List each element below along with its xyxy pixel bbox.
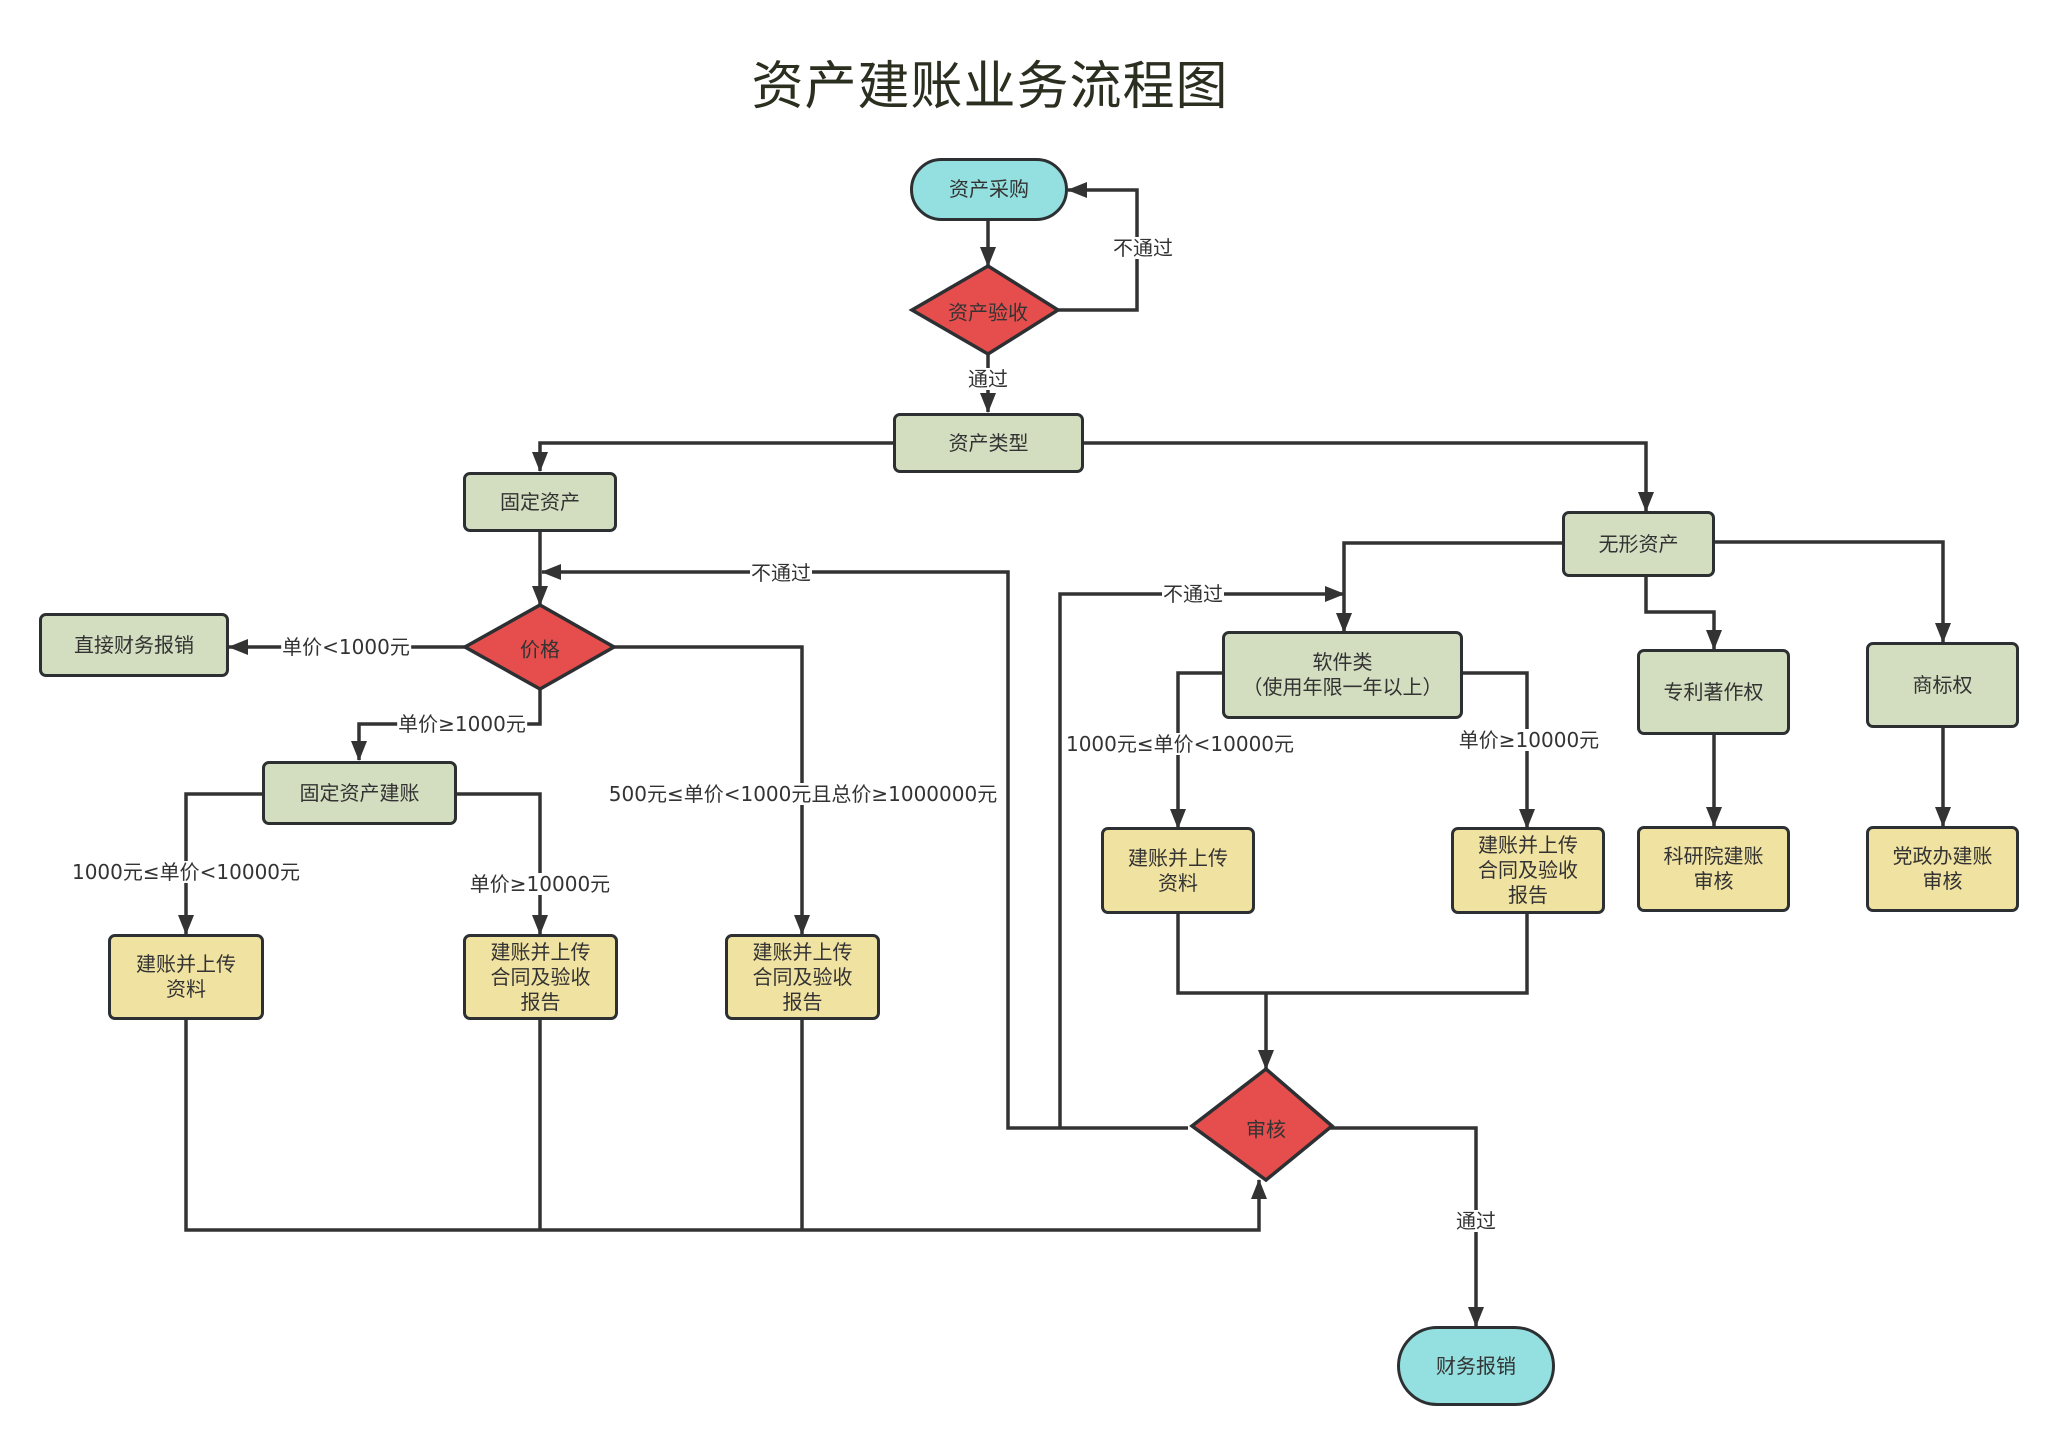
edge-software-docs — [1170, 671, 1222, 829]
node-asset-type[interactable]: 资产类型 — [893, 413, 1084, 473]
diagram-title: 资产建账业务流程图 — [751, 57, 1229, 117]
edge-type-intangible — [1080, 441, 1654, 512]
decision-price[interactable] — [461, 602, 618, 692]
edge-ledger-contract — [455, 792, 548, 935]
decision-acceptance[interactable] — [908, 263, 1062, 357]
node-direct-reimburse[interactable]: 直接财务报销 — [39, 613, 229, 677]
label-review-pass: 通过 — [1455, 1209, 1497, 1233]
edge-intangible-trademark — [1714, 540, 1951, 643]
edge-review-pass — [1330, 1126, 1484, 1327]
label-review-fail-fixed: 不通过 — [750, 561, 812, 585]
node-fixed-asset[interactable]: 固定资产 — [463, 472, 617, 532]
node-fixed-ledger[interactable]: 固定资产建账 — [262, 761, 457, 825]
node-sw-upload-docs[interactable]: 建账并上传 资料 — [1101, 827, 1255, 914]
node-sw-upload-contract[interactable]: 建账并上传 合同及验收 报告 — [1451, 827, 1605, 914]
edge-ledger-docs — [178, 792, 263, 935]
edge-intangible-software — [1336, 541, 1562, 633]
label-fa-ge-10000: 单价≥10000元 — [468, 872, 612, 896]
node-software[interactable]: 软件类 （使用年限一年以上） — [1222, 631, 1463, 719]
label-review-fail-software: 不通过 — [1162, 582, 1224, 606]
edge-price-bulk — [614, 645, 810, 935]
decision-review[interactable] — [1189, 1066, 1335, 1183]
label-acceptance-pass: 通过 — [967, 367, 1009, 391]
label-price-bulk: 500元≤单价<1000元且总价≥1000000元 — [607, 782, 999, 806]
edge-type-fixed — [532, 441, 893, 472]
node-patent[interactable]: 专利著作权 — [1637, 649, 1790, 735]
node-research-review[interactable]: 科研院建账 审核 — [1637, 826, 1790, 912]
edge-software-contract — [1461, 671, 1535, 829]
label-sw-1000-10000: 1000元≤单价<10000元 — [1064, 732, 1296, 756]
start-asset-purchase[interactable]: 资产采购 — [910, 158, 1068, 221]
edge-review-fail-software — [1058, 586, 1345, 1128]
price-label: 价格 — [520, 637, 560, 662]
node-fa-upload-docs[interactable]: 建账并上传 资料 — [108, 934, 264, 1020]
edge-software-to-review — [1176, 914, 1529, 995]
label-acceptance-fail: 不通过 — [1112, 236, 1174, 260]
end-finance-reimburse[interactable]: 财务报销 — [1397, 1326, 1555, 1406]
edge-review-fail-fixed — [541, 564, 1188, 1130]
node-trademark[interactable]: 商标权 — [1866, 642, 2019, 728]
label-fa-1000-10000: 1000元≤单价<10000元 — [70, 860, 302, 884]
label-price-lt-1000: 单价<1000元 — [281, 635, 411, 659]
node-fa-upload-contract-1[interactable]: 建账并上传 合同及验收 报告 — [463, 934, 618, 1020]
node-intangible[interactable]: 无形资产 — [1562, 511, 1715, 577]
label-sw-ge-10000: 单价≥10000元 — [1457, 728, 1601, 752]
review-label: 审核 — [1246, 1117, 1286, 1142]
node-fa-upload-contract-2[interactable]: 建账并上传 合同及验收 报告 — [725, 934, 880, 1020]
edge-fixed-to-review — [184, 1020, 1267, 1232]
label-price-ge-1000: 单价≥1000元 — [397, 712, 527, 736]
node-party-office-review[interactable]: 党政办建账 审核 — [1866, 826, 2019, 912]
acceptance-label: 资产验收 — [948, 300, 1028, 325]
edge-intangible-patent — [1644, 577, 1722, 650]
